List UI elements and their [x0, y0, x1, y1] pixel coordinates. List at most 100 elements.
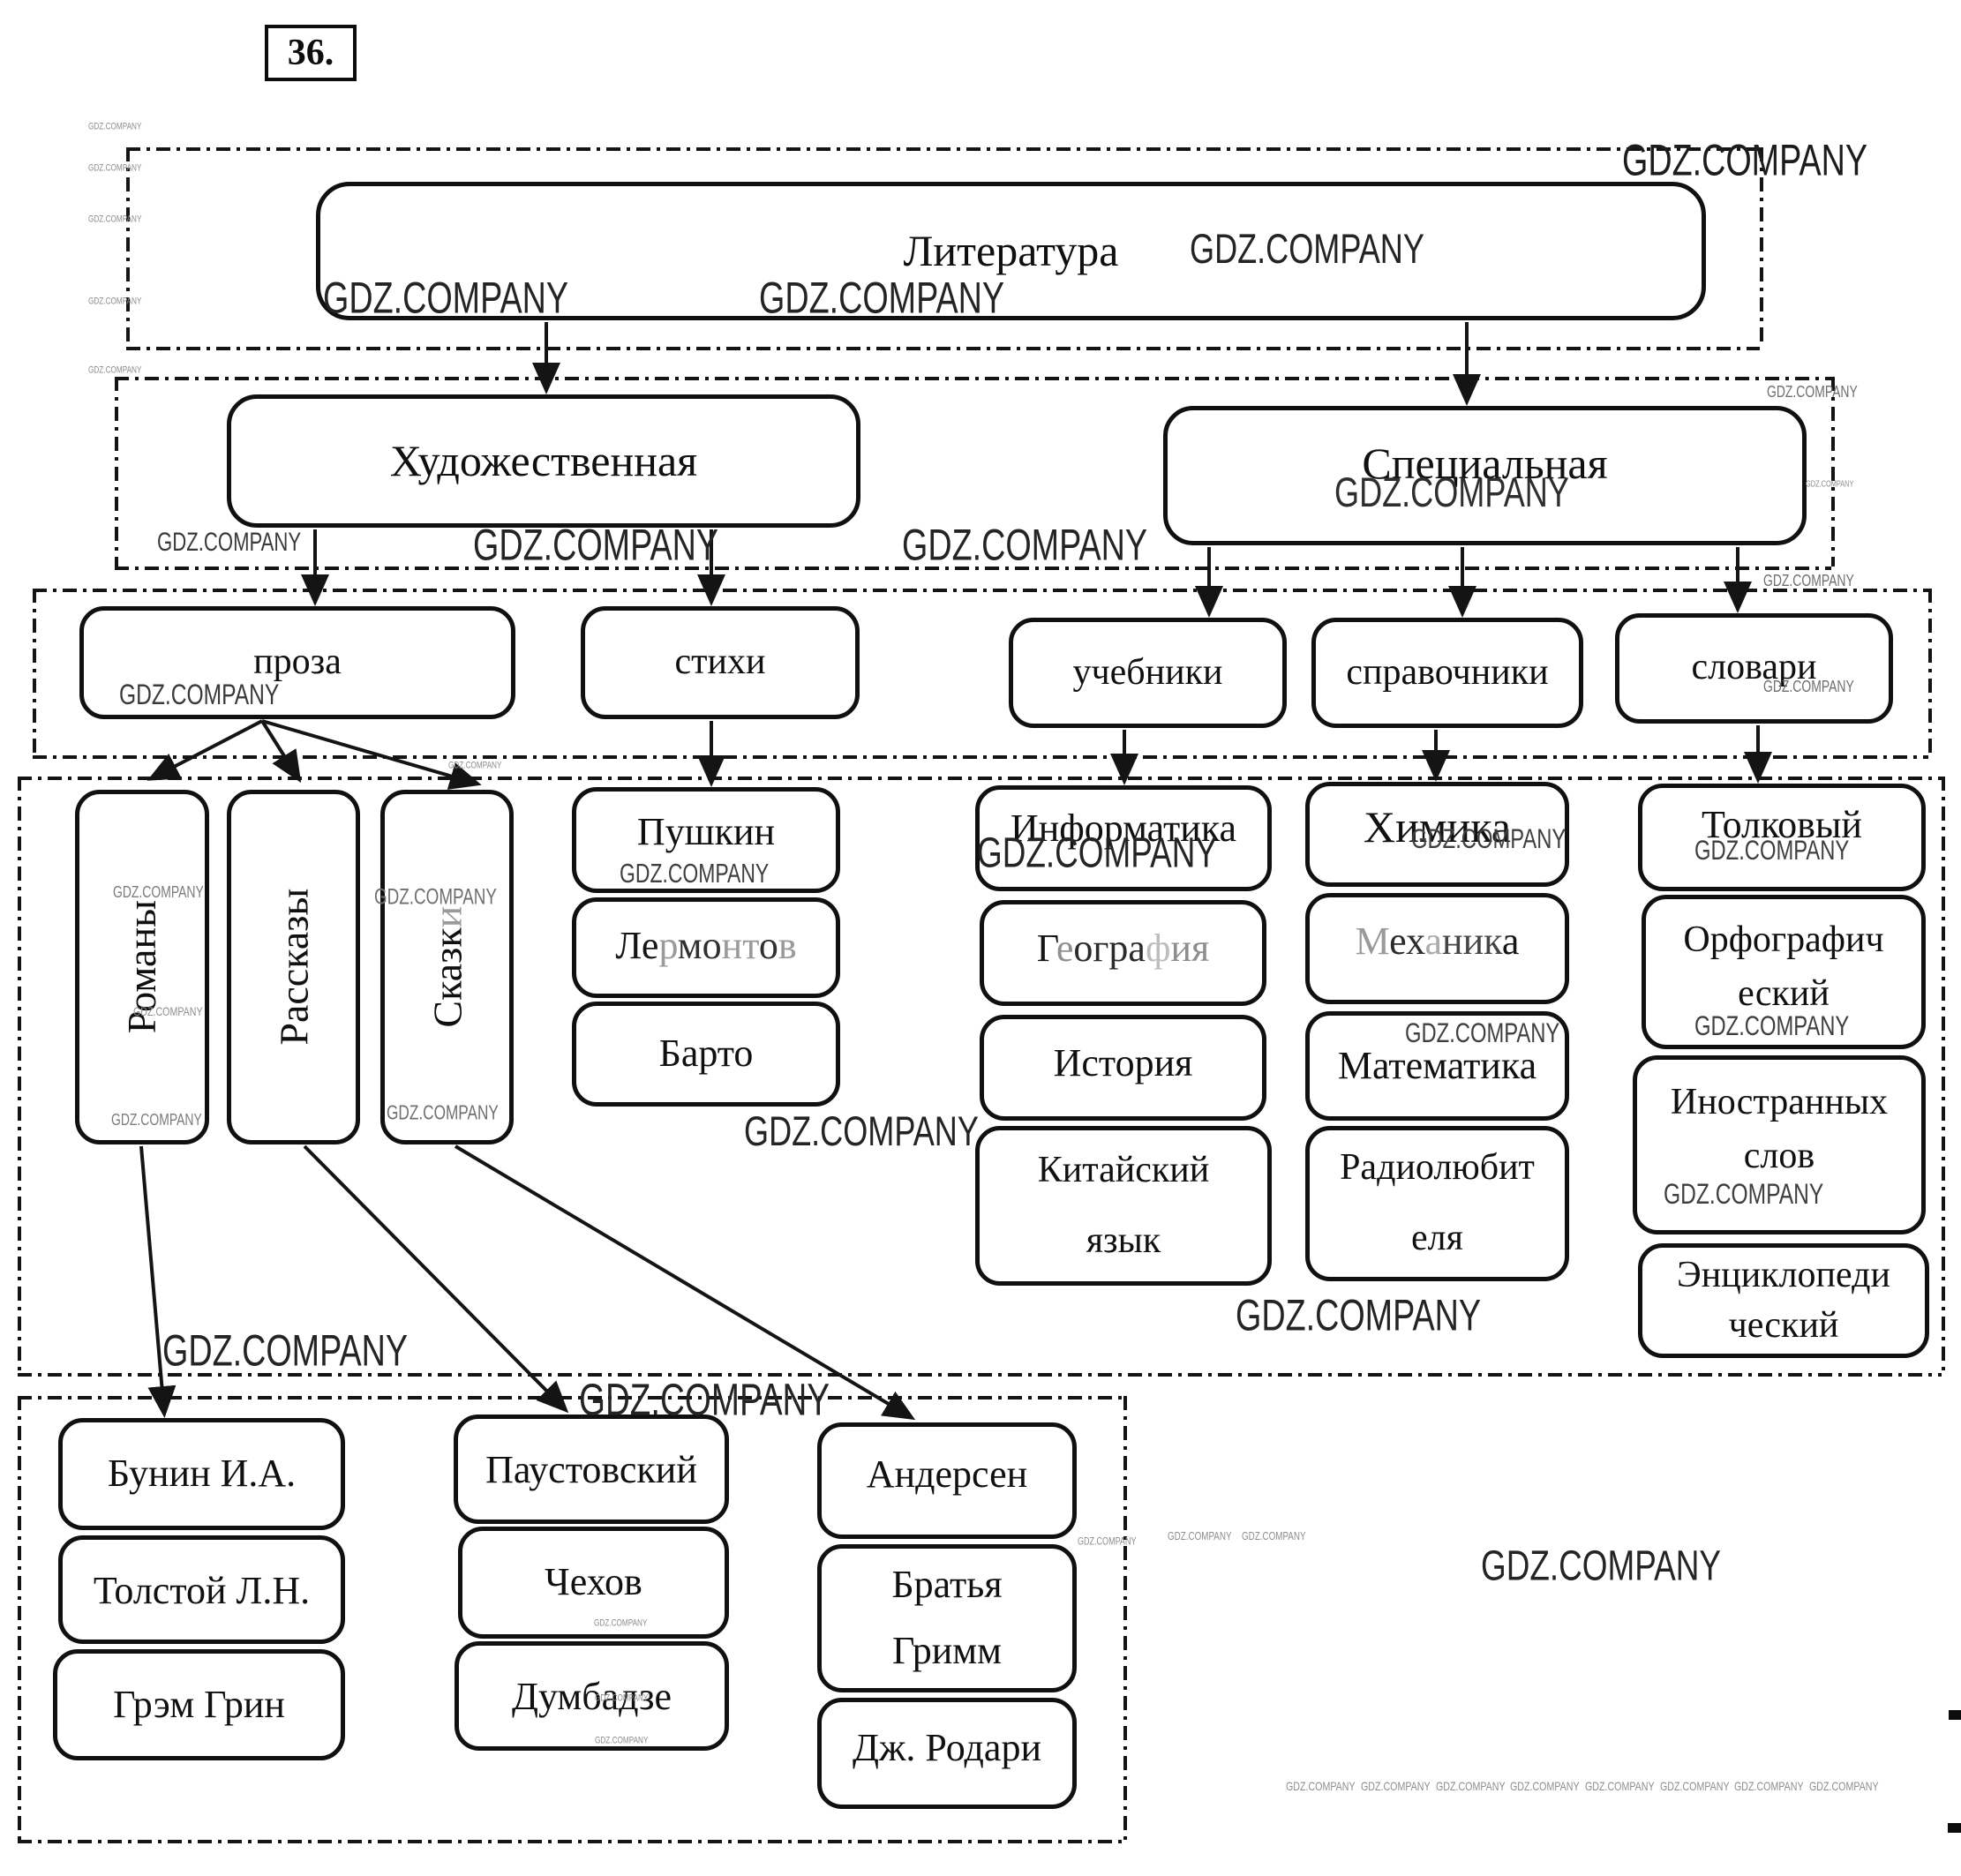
node-geografiya: География [980, 900, 1266, 1006]
section-border-level-1 [1760, 147, 1763, 347]
section-border-level-1 [126, 147, 130, 347]
node-label-paustovsky: Паустовский [485, 1448, 697, 1491]
node-label-dzh-rodari: Дж. Родари [853, 1726, 1041, 1769]
section-border-level-4 [18, 777, 1942, 780]
edge-mark [1949, 1710, 1961, 1720]
node-label-andersen: Андерсен [866, 1452, 1028, 1496]
node-label-khimika: Химика [1364, 802, 1511, 852]
node-label-radiolyubitelya: Радиолюбит еля [1340, 1147, 1535, 1258]
section-border-level-4 [18, 1373, 1942, 1377]
node-label-slovari: словари [1691, 647, 1817, 687]
arrow [260, 719, 302, 784]
node-label-mekhanika: Механика [1355, 919, 1520, 963]
section-border-level-3 [33, 755, 1928, 759]
node-label-skazki: Сказки [424, 906, 470, 1028]
node-slovari: словари [1615, 613, 1893, 724]
node-bratya-grimm: Братья Гримм [817, 1544, 1077, 1692]
node-label-grem-grin: Грэм Грин [113, 1683, 285, 1726]
node-label-informatika: Информатика [1010, 807, 1237, 850]
node-spetsialnaya: Специальная [1163, 406, 1807, 545]
section-border-level-3 [33, 589, 36, 755]
section-border-level-5 [18, 1840, 1123, 1843]
node-spravochniki: справочники [1311, 618, 1583, 728]
section-border-level-4 [18, 777, 21, 1373]
page-label: 36. [265, 25, 357, 81]
node-label-khudozhestvennaya: Художественная [389, 435, 698, 485]
node-istoriya: История [980, 1015, 1266, 1121]
node-label-bunin: Бунин И.А. [107, 1452, 297, 1495]
node-orfografichesky: Орфографич еский [1642, 895, 1926, 1049]
node-label-stikhi: стихи [674, 642, 766, 683]
node-romany: Романы [75, 790, 209, 1144]
section-border-level-4 [1942, 777, 1945, 1373]
node-chekhov: Чехов [458, 1527, 729, 1639]
node-kitayskiy-yazyk: Китайский язык [975, 1126, 1272, 1286]
section-border-level-5 [18, 1396, 21, 1840]
node-tolstoy: Толстой Л.Н. [58, 1535, 345, 1644]
node-label-proza: проза [253, 642, 342, 682]
node-label-pushkin: Пушкин [636, 810, 776, 853]
section-border-level-5 [1123, 1396, 1127, 1840]
node-label-matematika: Математика [1337, 1043, 1537, 1087]
arrow [147, 719, 263, 781]
node-dumbadze: Думбадзе [455, 1641, 729, 1751]
node-label-tolkovy: Толковый [1702, 803, 1862, 846]
arrow [303, 1144, 569, 1414]
node-label-spravochniki: справочники [1346, 651, 1549, 693]
node-label-entsiklopedichesky: Энциклопеди ческий [1677, 1255, 1890, 1346]
node-stikhi: стихи [581, 606, 860, 719]
node-label-barto: Барто [658, 1032, 754, 1076]
node-grem-grin: Грэм Грин [53, 1649, 345, 1760]
node-label-lermontov: Лермонтов [615, 924, 797, 967]
node-mekhanika: Механика [1305, 893, 1569, 1004]
node-rasskazy: Рассказы [227, 790, 360, 1144]
node-andersen: Андерсен [817, 1422, 1077, 1539]
node-bunin: Бунин И.А. [58, 1418, 345, 1530]
node-barto: Барто [572, 1002, 840, 1107]
section-border-level-2 [115, 567, 1831, 570]
node-label-kitayskiy-yazyk: Китайский язык [1037, 1149, 1210, 1261]
section-border-level-3 [33, 589, 1928, 592]
node-label-rasskazy: Рассказы [270, 889, 316, 1046]
arrow [454, 1144, 916, 1421]
section-border-level-1 [126, 147, 1760, 151]
arrow [261, 719, 482, 790]
node-pushkin: Пушкин [572, 787, 840, 893]
node-matematika: Математика [1305, 1011, 1569, 1121]
node-proza: проза [79, 606, 515, 719]
node-informatika: Информатика [975, 785, 1272, 891]
arrow [139, 1145, 177, 1418]
node-lermontov: Лермонтов [572, 897, 840, 998]
node-dzh-rodari: Дж. Родари [817, 1698, 1077, 1809]
edge-mark [1948, 1823, 1961, 1833]
section-border-level-1 [126, 347, 1760, 350]
node-paustovsky: Паустовский [454, 1415, 729, 1524]
section-border-level-2 [115, 377, 1831, 380]
node-label-orfografichesky: Орфографич еский [1683, 919, 1884, 1014]
node-label-dumbadze: Думбадзе [511, 1675, 672, 1718]
node-khudozhestvennaya: Художественная [227, 394, 860, 528]
node-uchebniki: учебники [1009, 618, 1287, 728]
node-label-uchebniki: учебники [1072, 651, 1223, 693]
node-tolkovy: Толковый [1638, 784, 1926, 891]
node-label-tolstoy: Толстой Л.Н. [93, 1569, 311, 1612]
section-border-level-5 [18, 1396, 1123, 1399]
node-literatura: Литература [316, 182, 1706, 320]
node-label-bratya-grimm: Братья Гримм [891, 1563, 1003, 1672]
node-label-literatura: Литература [903, 225, 1119, 275]
node-label-spetsialnaya: Специальная [1362, 439, 1608, 488]
node-skazki: Сказки [380, 790, 514, 1144]
node-radiolyubitelya: Радиолюбит еля [1305, 1126, 1569, 1281]
section-border-level-2 [1831, 377, 1835, 567]
node-inostrannykh-slov: Иностранных слов [1633, 1055, 1926, 1234]
node-label-geografiya: География [1036, 927, 1210, 970]
node-khimika: Химика [1305, 782, 1569, 887]
section-border-level-2 [115, 377, 118, 567]
node-entsiklopedichesky: Энциклопеди ческий [1638, 1243, 1929, 1358]
section-border-level-3 [1928, 589, 1932, 755]
node-label-istoriya: История [1053, 1041, 1193, 1084]
node-label-chekhov: Чехов [545, 1560, 642, 1603]
node-label-inostrannykh-slov: Иностранных слов [1670, 1082, 1889, 1176]
